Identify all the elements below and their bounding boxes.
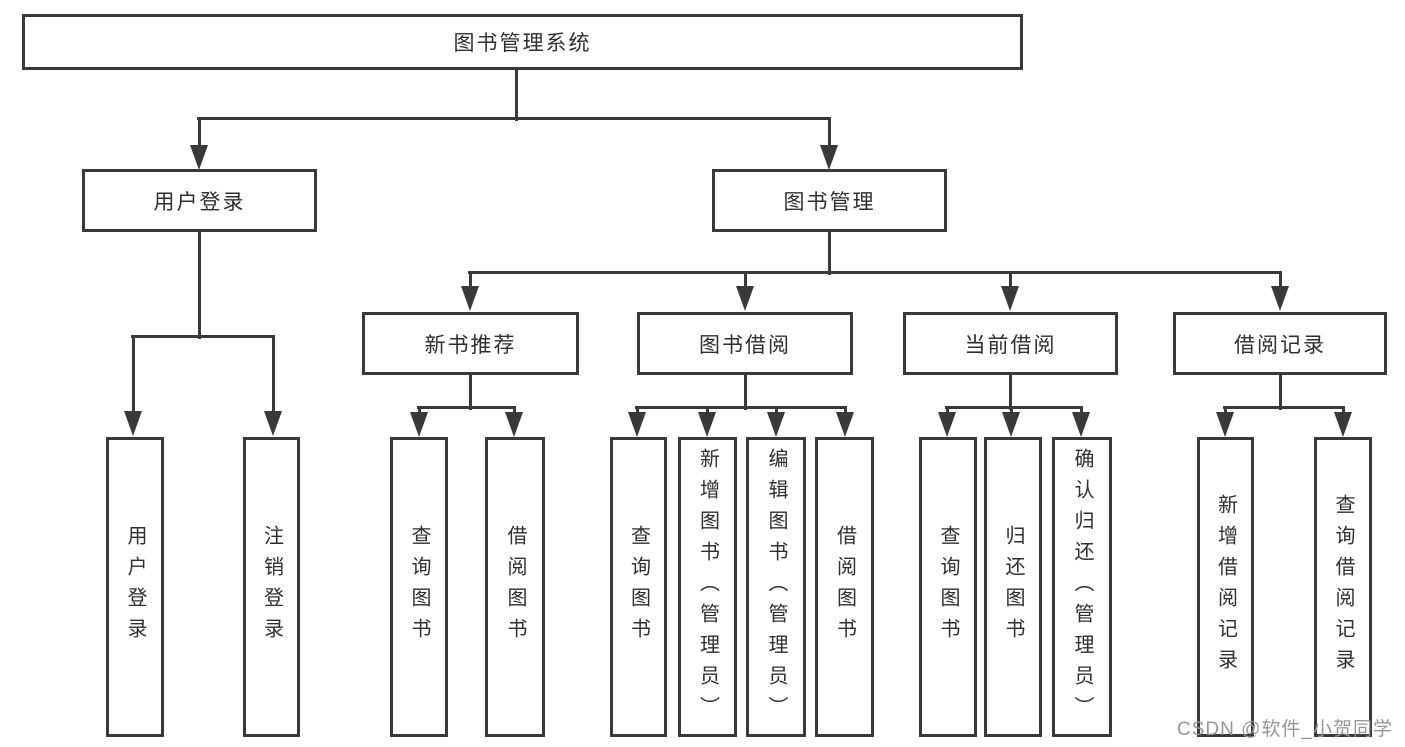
connector-line [843,407,847,413]
connector-line [131,334,275,338]
node-label: 查询图书 [408,525,430,649]
arrow-down-icon [736,286,754,311]
connector-line [774,407,778,413]
arrow-down-icon [1002,412,1020,437]
arrow-down-icon [505,412,523,437]
connector-line [468,375,472,410]
arrow-down-icon [190,145,208,170]
node-label: 用户登录 [153,190,246,214]
node-book-management: 图书管理 [712,169,947,232]
node-new-book-recommend: 新书推荐 [362,312,579,375]
arrow-down-icon [820,145,838,170]
connector-line [1341,407,1345,413]
connector-line [514,70,518,121]
node-label: 查询图书 [937,525,959,649]
arrow-down-icon [698,412,716,437]
connector-line [1278,375,1282,410]
connector-line [635,405,847,409]
node-v-confirm-return-admin: 确认归还（管理员） [1052,437,1112,737]
node-v-add-book-admin: 新增图书（管理员） [678,437,737,737]
node-label: 借阅图书 [504,525,526,649]
connector-line [197,232,201,339]
node-label: 图书管理 [783,190,876,214]
connector-line [743,272,747,287]
node-label: 新书推荐 [424,333,517,357]
node-label: 确认归还（管理员） [1071,447,1093,727]
connector-line [197,118,201,146]
arrow-down-icon [767,412,785,437]
node-book-borrowing: 图书借阅 [637,312,853,375]
arrow-down-icon [124,411,142,436]
node-v-edit-book-admin: 编辑图书（管理员） [746,437,806,737]
connector-line [1009,407,1013,413]
node-label: 当前借阅 [964,333,1057,357]
node-current-borrowing: 当前借阅 [903,312,1118,375]
connector-line [468,270,1282,274]
connector-line [1223,405,1345,409]
node-v-query-book-1: 查询图书 [390,437,448,737]
node-label: 新增图书（管理员） [696,447,719,727]
node-label: 借阅记录 [1234,333,1326,357]
connector-line [512,407,516,413]
node-v-query-book-2: 查询图书 [610,437,667,737]
node-label: 查询借阅记录 [1332,494,1354,680]
node-borrowing-records: 借阅记录 [1173,312,1387,375]
node-label: 用户登录 [124,525,146,649]
connector-line [417,405,516,409]
connector-line [1223,407,1227,413]
connector-line [1008,272,1012,287]
connector-line [743,375,747,410]
arrow-down-icon [1216,412,1234,437]
connector-line [705,407,709,413]
connector-line [197,116,831,120]
watermark: CSDN @软件_小贺同学 [1177,719,1393,740]
arrow-down-icon [1271,286,1289,311]
node-v-borrow-book-2: 借阅图书 [815,437,874,737]
node-root: 图书管理系统 [22,14,1023,70]
connector-line [131,336,135,412]
arrow-down-icon [628,412,646,437]
connector-line [945,405,1083,409]
connector-line [271,336,275,412]
connector-line [468,272,472,287]
arrow-down-icon [264,411,282,436]
node-v-query-book-3: 查询图书 [919,437,977,737]
arrow-down-icon [1001,286,1019,311]
node-label: 新增借阅记录 [1214,494,1237,680]
node-label: 借阅图书 [833,525,856,649]
arrow-down-icon [938,412,956,437]
connector-line [945,407,949,413]
node-label: 注销登录 [260,525,283,649]
connector-line [417,407,421,413]
connector-line [1079,407,1083,413]
node-label: 编辑图书（管理员） [765,447,787,727]
node-label: 查询图书 [627,525,650,649]
node-user-login: 用户登录 [82,169,317,232]
arrow-down-icon [1072,412,1090,437]
node-v-user-login: 用户登录 [106,437,164,737]
node-label: 图书管理系统 [453,32,592,55]
node-v-add-borrow-record: 新增借阅记录 [1197,437,1254,737]
node-label: 归还图书 [1002,525,1024,649]
node-label: 图书借阅 [699,333,791,357]
node-v-query-borrow-record: 查询借阅记录 [1314,437,1372,737]
arrow-down-icon [836,412,854,437]
connector-line [1008,375,1012,410]
connector-line [1278,272,1282,287]
arrow-down-icon [410,412,428,437]
arrow-down-icon [461,286,479,311]
connector-line [827,232,831,275]
node-v-borrow-book-1: 借阅图书 [485,437,545,737]
node-v-return-book: 归还图书 [984,437,1042,737]
arrow-down-icon [1334,412,1352,437]
connector-line [827,118,831,146]
connector-line [635,407,639,413]
node-v-logout: 注销登录 [243,437,300,737]
